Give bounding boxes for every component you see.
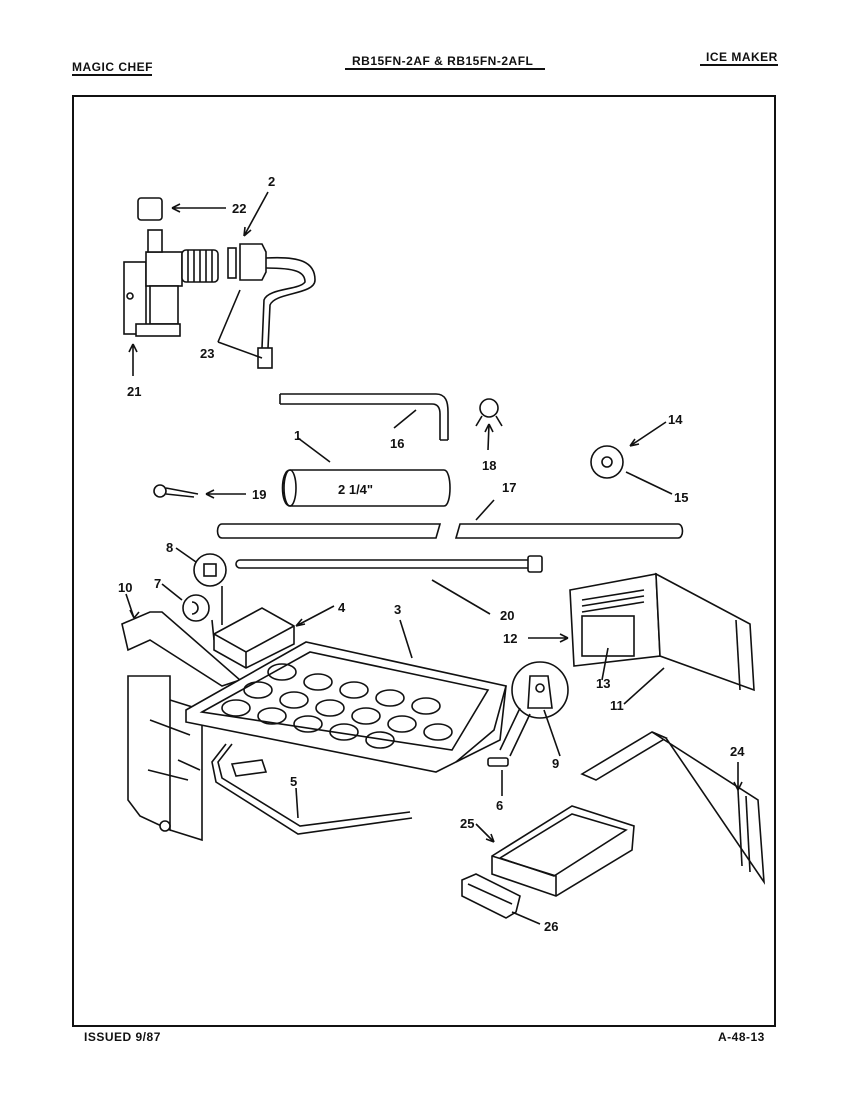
sleeve-size-marking: 2 1/4": [338, 482, 373, 497]
callout-14: 14: [668, 412, 683, 427]
nut: [137, 197, 163, 221]
callout-4: 4: [338, 600, 346, 615]
header-rule-mid: [345, 68, 545, 70]
hose-clamp: [479, 398, 499, 418]
callout-6: 6: [496, 798, 503, 813]
issued-date: ISSUED 9/87: [84, 1030, 161, 1044]
section-title: ICE MAKER: [706, 50, 778, 64]
callout-7: 7: [154, 576, 161, 591]
callout-1: 1: [294, 428, 301, 443]
callout-24: 24: [730, 744, 745, 759]
callout-22: 22: [232, 201, 246, 216]
pin: [487, 757, 509, 767]
callout-25: 25: [460, 816, 474, 831]
callout-16: 16: [390, 436, 404, 451]
mold-cavities: [221, 663, 453, 749]
bin-handle: [461, 873, 521, 919]
straight-tube-right: [454, 523, 684, 539]
page-code: A-48-13: [718, 1030, 765, 1044]
callout-2: 2: [268, 174, 275, 189]
clip: [153, 484, 167, 498]
detail-7: [182, 594, 210, 622]
model-numbers: RB15FN-2AF & RB15FN-2AFL: [352, 54, 534, 68]
callout-23: 23: [200, 346, 214, 361]
fill-tube: [265, 256, 316, 349]
callout-5: 5: [290, 774, 297, 789]
inlet-fitting: [239, 243, 267, 281]
ice-bin: [491, 805, 635, 897]
callout-17: 17: [502, 480, 516, 495]
callout-9: 9: [552, 756, 559, 771]
seal-ring: [227, 247, 237, 279]
shutoff-arm: [211, 743, 413, 835]
water-valve: [123, 229, 219, 337]
callout-3: 3: [394, 602, 401, 617]
callout-26: 26: [544, 919, 558, 934]
heater-rod: [235, 559, 537, 569]
callout-15: 15: [674, 490, 688, 505]
motor-cover: [213, 607, 295, 669]
fill-tube-bent: [279, 393, 449, 441]
callout-12: 12: [503, 631, 517, 646]
leader-lines: [125, 191, 743, 925]
callout-18: 18: [482, 458, 496, 473]
callout-19: 19: [252, 487, 266, 502]
callout-10: 10: [118, 580, 132, 595]
callout-13: 13: [596, 676, 610, 691]
ice-chute: [580, 731, 668, 781]
callout-11: 11: [610, 698, 624, 713]
sleeve: [281, 469, 451, 507]
header-rule-left: [72, 74, 152, 76]
mounting-bracket: [127, 675, 171, 832]
callout-20: 20: [500, 608, 514, 623]
straight-tube-left: [216, 523, 442, 539]
ice-mold: [185, 641, 507, 773]
brand-label: MAGIC CHEF: [72, 60, 153, 74]
diagram-frame: [72, 95, 776, 1027]
callout-21: 21: [127, 384, 141, 399]
callout-8: 8: [166, 540, 173, 555]
header-rule-right: [700, 64, 778, 66]
